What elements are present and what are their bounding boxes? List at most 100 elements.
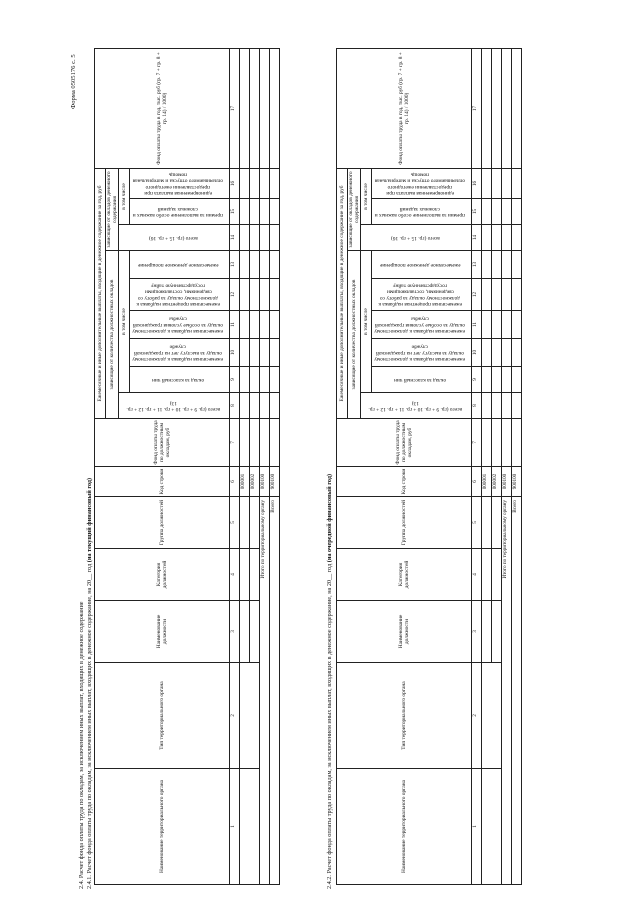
data-cell[interactable] — [249, 278, 260, 311]
data-cell[interactable] — [259, 48, 270, 169]
data-cell[interactable] — [259, 310, 270, 339]
data-cell[interactable] — [481, 198, 492, 225]
category-cell[interactable] — [481, 548, 492, 601]
data-cell[interactable] — [249, 48, 260, 169]
data-cell[interactable] — [481, 310, 492, 339]
body-type-cell[interactable] — [239, 662, 260, 769]
data-cell[interactable] — [249, 366, 260, 393]
data-cell[interactable] — [269, 278, 280, 311]
data-cell[interactable] — [249, 250, 260, 279]
data-cell[interactable] — [239, 310, 250, 339]
data-cell[interactable] — [249, 168, 260, 199]
data-cell[interactable] — [511, 224, 522, 251]
data-cell[interactable] — [511, 338, 522, 367]
position-cell[interactable] — [491, 600, 502, 663]
data-cell[interactable] — [239, 392, 250, 419]
data-cell[interactable] — [269, 310, 280, 339]
data-cell[interactable] — [501, 366, 512, 393]
data-cell[interactable] — [511, 168, 522, 199]
data-cell[interactable] — [259, 250, 270, 279]
data-cell[interactable] — [511, 310, 522, 339]
data-cell[interactable] — [481, 366, 492, 393]
data-cell[interactable] — [259, 366, 270, 393]
data-cell[interactable] — [249, 392, 260, 419]
data-cell[interactable] — [249, 310, 260, 339]
data-cell[interactable] — [259, 168, 270, 199]
data-cell[interactable] — [239, 224, 250, 251]
data-cell[interactable] — [501, 224, 512, 251]
group-cell[interactable] — [491, 496, 502, 549]
data-cell[interactable] — [249, 338, 260, 367]
data-cell[interactable] — [501, 418, 512, 467]
data-cell[interactable] — [239, 278, 250, 311]
data-cell[interactable] — [239, 250, 250, 279]
data-cell[interactable] — [269, 338, 280, 367]
data-cell[interactable] — [491, 338, 502, 367]
data-cell[interactable] — [491, 366, 502, 393]
territorial-body-cell[interactable] — [481, 768, 502, 885]
data-cell[interactable] — [491, 310, 502, 339]
category-cell[interactable] — [491, 548, 502, 601]
data-cell[interactable] — [239, 48, 250, 169]
data-cell[interactable] — [259, 418, 270, 467]
data-cell[interactable] — [481, 392, 492, 419]
data-cell[interactable] — [481, 338, 492, 367]
group-cell[interactable] — [249, 496, 260, 549]
data-cell[interactable] — [501, 198, 512, 225]
data-cell[interactable] — [501, 338, 512, 367]
data-cell[interactable] — [481, 168, 492, 199]
data-cell[interactable] — [491, 392, 502, 419]
data-cell[interactable] — [511, 48, 522, 169]
data-cell[interactable] — [481, 224, 492, 251]
position-cell[interactable] — [249, 600, 260, 663]
data-cell[interactable] — [491, 48, 502, 169]
data-cell[interactable] — [491, 224, 502, 251]
category-cell[interactable] — [249, 548, 260, 601]
data-cell[interactable] — [269, 168, 280, 199]
data-cell[interactable] — [249, 418, 260, 467]
data-cell[interactable] — [249, 198, 260, 225]
data-cell[interactable] — [239, 418, 250, 467]
data-cell[interactable] — [481, 250, 492, 279]
data-cell[interactable] — [491, 168, 502, 199]
data-cell[interactable] — [481, 278, 492, 311]
data-cell[interactable] — [501, 168, 512, 199]
data-cell[interactable] — [269, 418, 280, 467]
category-cell[interactable] — [239, 548, 250, 601]
data-cell[interactable] — [511, 250, 522, 279]
data-cell[interactable] — [511, 198, 522, 225]
data-cell[interactable] — [481, 418, 492, 467]
data-cell[interactable] — [501, 392, 512, 419]
position-cell[interactable] — [239, 600, 250, 663]
data-cell[interactable] — [269, 250, 280, 279]
data-cell[interactable] — [259, 338, 270, 367]
data-cell[interactable] — [239, 338, 250, 367]
data-cell[interactable] — [269, 366, 280, 393]
data-cell[interactable] — [501, 48, 512, 169]
data-cell[interactable] — [269, 392, 280, 419]
data-cell[interactable] — [511, 392, 522, 419]
data-cell[interactable] — [511, 418, 522, 467]
group-cell[interactable] — [481, 496, 492, 549]
data-cell[interactable] — [491, 418, 502, 467]
data-cell[interactable] — [501, 250, 512, 279]
data-cell[interactable] — [249, 224, 260, 251]
data-cell[interactable] — [511, 278, 522, 311]
data-cell[interactable] — [501, 278, 512, 311]
data-cell[interactable] — [239, 198, 250, 225]
data-cell[interactable] — [259, 198, 270, 225]
data-cell[interactable] — [491, 278, 502, 311]
data-cell[interactable] — [491, 250, 502, 279]
data-cell[interactable] — [269, 224, 280, 251]
data-cell[interactable] — [259, 224, 270, 251]
data-cell[interactable] — [269, 198, 280, 225]
territorial-body-cell[interactable] — [239, 768, 260, 885]
data-cell[interactable] — [491, 198, 502, 225]
data-cell[interactable] — [239, 168, 250, 199]
data-cell[interactable] — [259, 278, 270, 311]
group-cell[interactable] — [239, 496, 250, 549]
data-cell[interactable] — [239, 366, 250, 393]
data-cell[interactable] — [501, 310, 512, 339]
data-cell[interactable] — [259, 392, 270, 419]
position-cell[interactable] — [481, 600, 492, 663]
